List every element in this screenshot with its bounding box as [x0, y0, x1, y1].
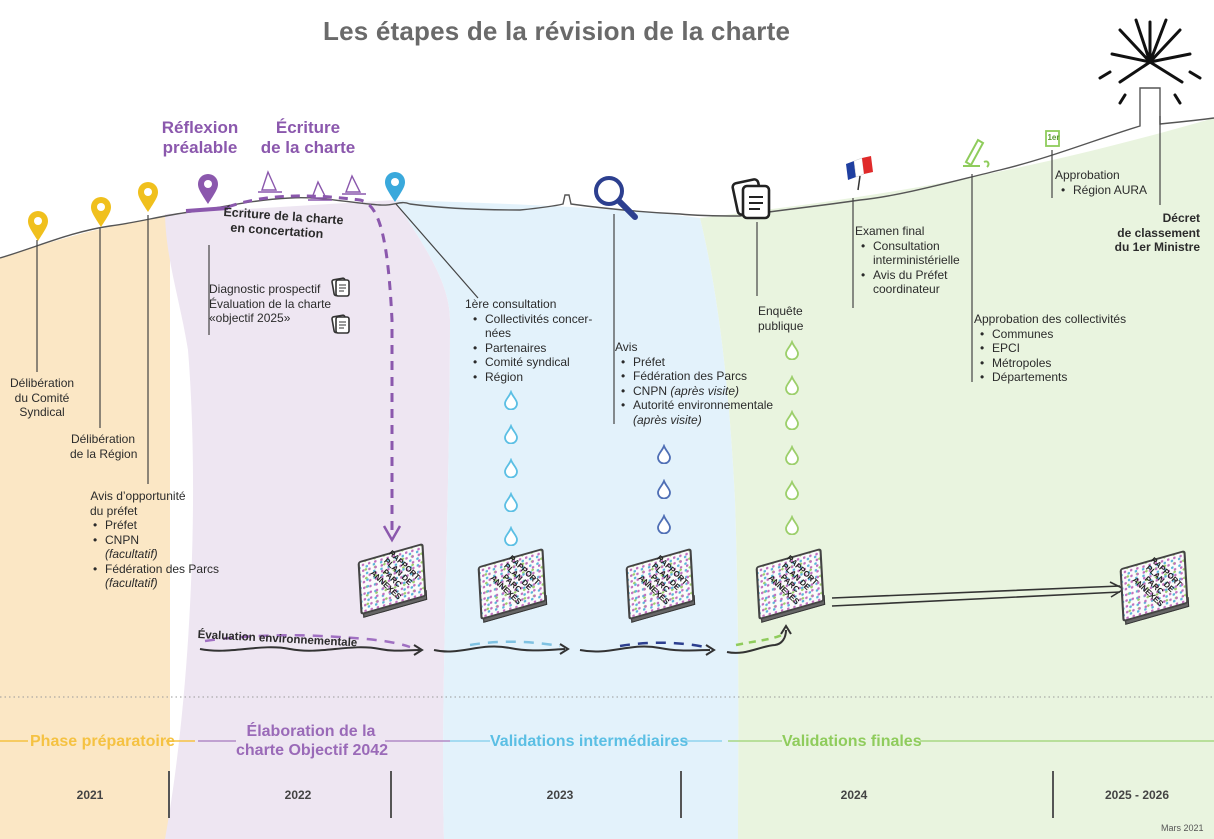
- year-label: 2025 - 2026: [1104, 788, 1170, 802]
- phase-preparatoire: Phase préparatoire: [30, 733, 175, 750]
- water-drop-icon: [785, 515, 799, 535]
- consultation-item: Partenaires: [473, 341, 592, 356]
- first-badge-icon: [1045, 130, 1060, 147]
- consultation-item: Région: [473, 370, 592, 385]
- document-icon: [331, 277, 350, 297]
- avis-block: Avis Préfet Fédération des Parcs CNPN (a…: [615, 340, 773, 427]
- pin-yellow-icon: [91, 197, 111, 227]
- water-drop-icon: [504, 390, 518, 410]
- water-drop-icon: [504, 526, 518, 546]
- sailboat-icon: [258, 170, 366, 201]
- approbation-collectivites-item: Départements: [980, 370, 1126, 385]
- avis-item: Autorité environnementale(après visite): [621, 398, 773, 427]
- consultation-item: Collectivités concer-nées: [473, 312, 592, 341]
- avis-item: Préfet: [621, 355, 773, 370]
- water-drop-icon: [785, 445, 799, 465]
- water-drop-icon: [785, 410, 799, 430]
- date-label: Mars 2021: [1161, 823, 1204, 833]
- approbation-collectivites-block: Approbation des collectivités Communes E…: [974, 312, 1126, 385]
- firework-icon: [1098, 18, 1202, 105]
- avis-item: CNPN (après visite): [621, 384, 773, 399]
- first-badge-label: 1er: [1047, 133, 1060, 142]
- document-icon: [731, 178, 771, 220]
- pen-icon: [963, 138, 990, 168]
- avis-opportunite-block: Avis d’opportunité du préfet Préfet CNPN…: [88, 489, 219, 591]
- year-label: 2022: [284, 788, 312, 802]
- water-drop-icon: [657, 514, 671, 534]
- year-label: 2024: [840, 788, 868, 802]
- avis-item: Fédération des Parcs: [621, 369, 773, 384]
- pin-blue-icon: [385, 172, 405, 202]
- consultation-item: Comité syndical: [473, 355, 592, 370]
- pin-yellow-icon: [138, 182, 158, 212]
- avis-opportunite-item: Préfet: [93, 518, 219, 533]
- water-drop-icon: [504, 492, 518, 512]
- water-drop-icon: [657, 444, 671, 464]
- water-drop-icon: [504, 458, 518, 478]
- examen-final-block: Examen final Consultationinterministérie…: [855, 224, 960, 297]
- consultation-block: 1ère consultation Collectivités concer-n…: [465, 297, 592, 384]
- water-drop-icon: [785, 375, 799, 395]
- approbation-collectivites-item: Communes: [980, 327, 1126, 342]
- phase-validations-intermediaires: Validations intermédiaires: [490, 733, 689, 750]
- avis-opportunite-item: Fédération des Parcs(facultatif): [93, 562, 219, 591]
- magnifier-icon: [594, 176, 638, 220]
- phase-validations-finales: Validations finales: [782, 733, 922, 750]
- approbation-block: Approbation Région AURA: [1055, 168, 1147, 197]
- water-drop-icon: [785, 340, 799, 360]
- approbation-collectivites-item: EPCI: [980, 341, 1126, 356]
- page-title: Les étapes de la révision de la charte: [323, 16, 791, 46]
- french-flag-icon: [846, 156, 873, 191]
- pin-yellow-icon: [28, 211, 48, 241]
- approbation-item: Région AURA: [1061, 183, 1147, 198]
- avis-opportunite-item: CNPN(facultatif): [93, 533, 219, 562]
- year-label: 2023: [546, 788, 574, 802]
- year-label: 2021: [76, 788, 104, 802]
- water-drop-icon: [657, 479, 671, 499]
- approbation-collectivites-item: Métropoles: [980, 356, 1126, 371]
- pin-purple-icon: [198, 174, 218, 204]
- water-drop-icon: [504, 424, 518, 444]
- document-icon: [331, 314, 350, 334]
- water-drop-icon: [785, 480, 799, 500]
